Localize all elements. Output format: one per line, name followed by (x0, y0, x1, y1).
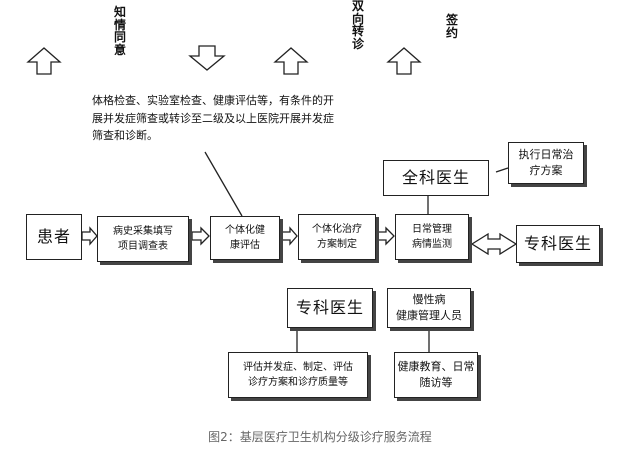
daily-management-box: 日常管理病情监测 (395, 214, 469, 260)
specialist-note-box: 评估并发症、制定、评估诊疗方案和诊疗质量等 (228, 352, 368, 398)
chronic-note-box: 健康教育、日常随访等 (394, 352, 478, 398)
down-arrow-informed-consent (188, 45, 226, 71)
assessment-box: 个体化健康评估 (210, 216, 280, 260)
gp-box: 全科医生 (383, 160, 489, 196)
up-arrow-sign-contract (386, 47, 422, 75)
flow-arrow-3 (281, 226, 298, 246)
specialist-right-box: 专科医生 (516, 225, 600, 263)
label-two-way-referral: 双向转诊 (351, 0, 364, 51)
up-arrow-referral (273, 47, 309, 75)
label-sign-contract: 签约 (445, 13, 458, 40)
chronic-manager-box: 慢性病健康管理人员 (387, 288, 471, 328)
gp-link-line (495, 167, 509, 173)
flow-arrow-2 (191, 226, 210, 246)
gp-note-box: 执行日常治疗方案 (508, 142, 584, 184)
exam-note: 体格检查、实验室检查、健康评估等，有条件的开展并发症筛查或转诊至二级及以上医院开… (92, 94, 334, 143)
note-pointer-line (204, 151, 243, 217)
flow-arrow-4 (377, 226, 395, 246)
up-arrow-informed-consent (26, 47, 62, 75)
treatment-plan-box: 个体化治疗方案制定 (298, 214, 376, 260)
history-box: 病史采集填写项目调查表 (97, 216, 189, 262)
figure-caption: 图2：基层医疗卫生机构分级诊疗服务流程 (208, 430, 432, 444)
patient-box: 患者 (26, 214, 82, 260)
flow-arrow-1 (81, 226, 98, 246)
label-informed-consent: 知情同意 (113, 5, 126, 57)
specialist-bottom-box: 专科医生 (287, 288, 373, 328)
double-arrow (470, 232, 518, 256)
